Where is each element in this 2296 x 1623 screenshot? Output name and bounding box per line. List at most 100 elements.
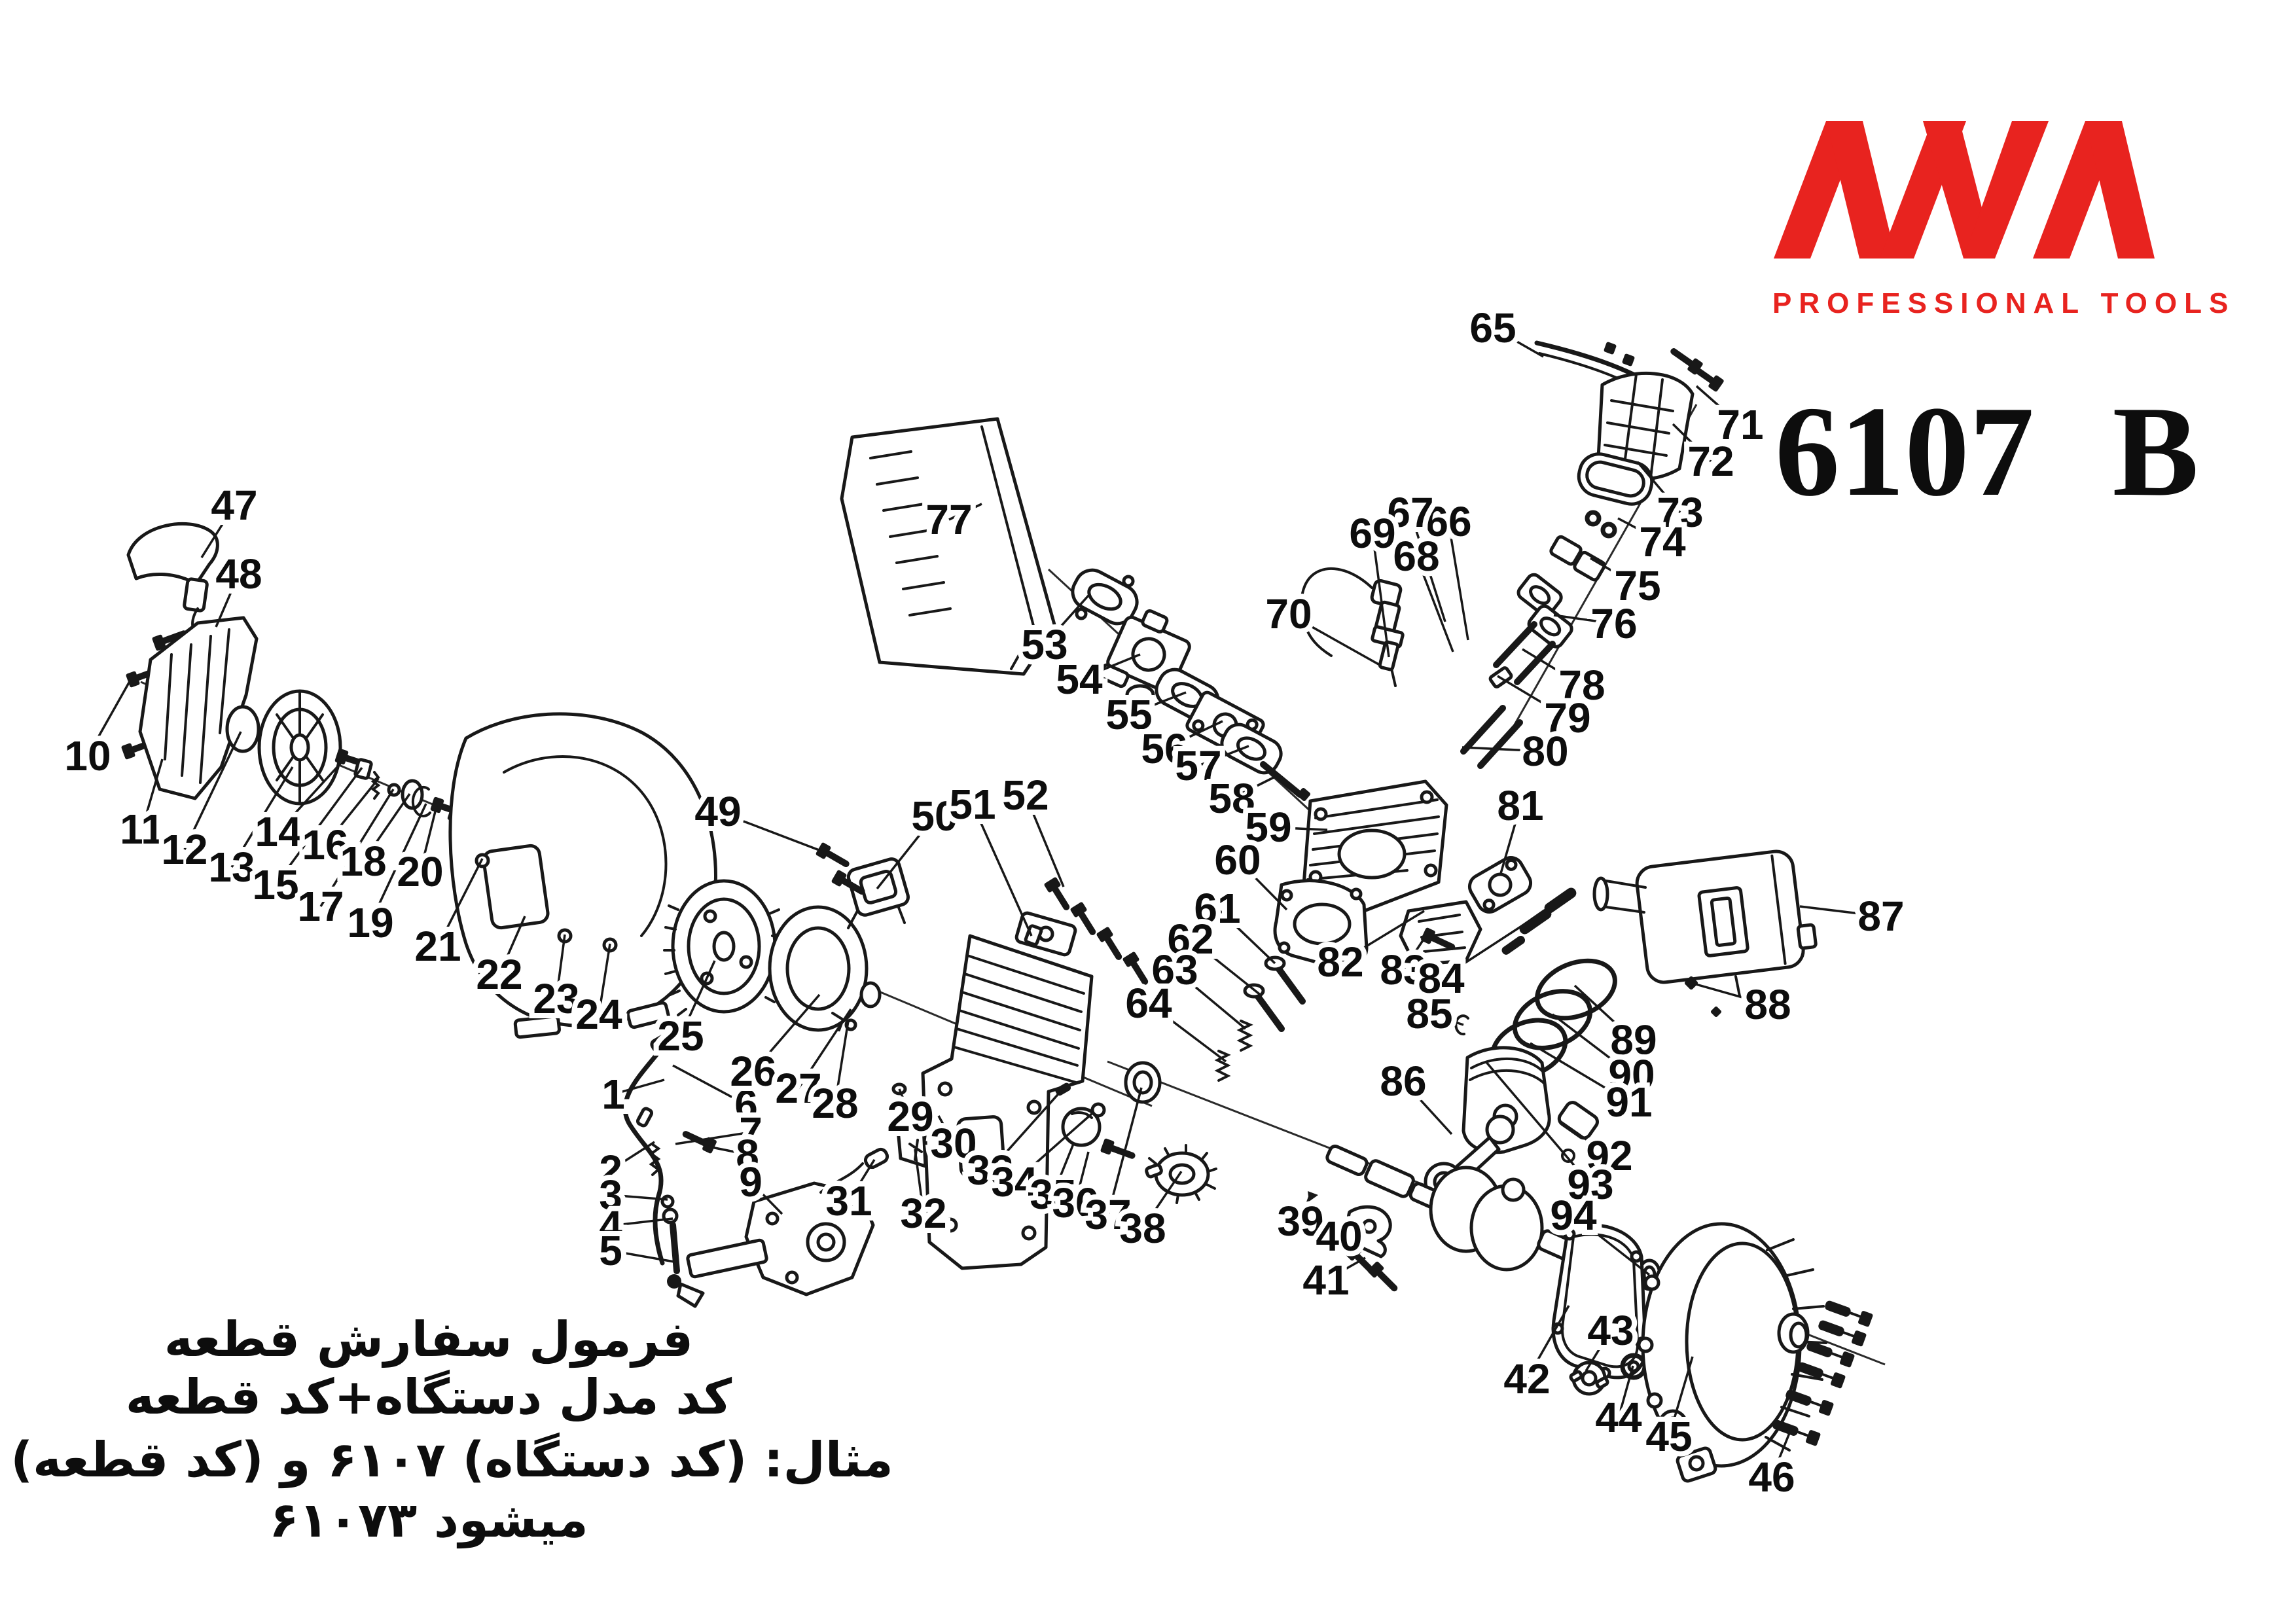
leader-line-83 xyxy=(1402,934,1428,971)
muffler-drawing xyxy=(1592,849,1818,1018)
callout-84: 84 xyxy=(1418,955,1465,1002)
crankcase-block-drawing xyxy=(896,911,1094,1270)
starter-pulley-drawing xyxy=(257,689,342,806)
callout-24: 24 xyxy=(575,991,622,1038)
ordering-note-line-1: فرمول سفارش قطعه xyxy=(164,1311,693,1368)
leader-line-68 xyxy=(1415,556,1454,652)
leader-line-48 xyxy=(215,573,240,628)
leader-line-34 xyxy=(1013,1113,1093,1183)
leader-line-20 xyxy=(419,806,438,872)
callout-3: 3 xyxy=(599,1171,622,1219)
model-number: 6107 B xyxy=(1775,380,2199,523)
callout-2: 2 xyxy=(599,1147,622,1194)
leader-line-56 xyxy=(1164,720,1223,750)
leader-line-22 xyxy=(498,916,526,975)
spark-plug-drawing xyxy=(1300,567,1405,687)
callout-1: 1 xyxy=(601,1071,625,1118)
leader-line-80 xyxy=(1462,746,1546,753)
callout-30: 30 xyxy=(930,1120,977,1167)
callout-91: 91 xyxy=(1605,1079,1652,1126)
leader-line-64 xyxy=(1147,1002,1227,1063)
callout-37: 37 xyxy=(1085,1191,1131,1238)
callout-14: 14 xyxy=(255,808,302,855)
valve-parts-drawing xyxy=(1214,955,1306,1082)
callout-69: 69 xyxy=(1349,510,1395,557)
callout-57: 57 xyxy=(1175,742,1221,789)
leader-line-23 xyxy=(555,934,566,999)
leader-line-1 xyxy=(613,1079,665,1096)
leader-line-29 xyxy=(898,1088,912,1117)
leader-line-81 xyxy=(1499,805,1522,876)
arva-logo: PROFESSIONAL TOOLS xyxy=(1772,121,2228,319)
callout-86: 86 xyxy=(1380,1058,1426,1105)
leader-line-3 xyxy=(610,1194,668,1201)
callout-5: 5 xyxy=(599,1227,622,1274)
leader-line-27 xyxy=(797,1008,852,1089)
callout-49: 49 xyxy=(694,788,741,835)
leader-line-54 xyxy=(1079,653,1141,681)
leader-line-69 xyxy=(1371,533,1390,658)
callout-27: 27 xyxy=(775,1065,821,1112)
callout-4: 4 xyxy=(599,1202,622,1249)
leader-line-39 xyxy=(1299,1196,1311,1222)
callout-88: 88 xyxy=(1744,981,1791,1028)
leader-line-92 xyxy=(1558,1119,1611,1157)
leader-line-75 xyxy=(1590,557,1638,587)
leader-line-4 xyxy=(610,1217,673,1227)
leader-line-88 xyxy=(1691,982,1768,1006)
callout-51: 51 xyxy=(949,781,996,828)
leader-line-53 xyxy=(1043,594,1090,646)
leader-line-5 xyxy=(610,1249,675,1263)
leader-line-42 xyxy=(1526,1305,1570,1380)
leader-line-7 xyxy=(675,1131,751,1145)
crankcase-cover-drawing xyxy=(1637,1222,1875,1483)
cylinder-shroud-drawing xyxy=(840,417,1057,676)
flywheel-drawing xyxy=(663,879,784,1033)
leader-line-13 xyxy=(230,766,294,868)
callout-66: 66 xyxy=(1425,498,1471,545)
leader-line-8 xyxy=(708,1145,748,1156)
callout-58: 58 xyxy=(1208,775,1255,822)
callout-72: 72 xyxy=(1687,438,1734,485)
callout-16: 16 xyxy=(302,821,348,868)
callout-40: 40 xyxy=(1316,1213,1362,1260)
leader-line-36 xyxy=(1074,1151,1090,1204)
leader-line-78 xyxy=(1522,648,1583,687)
leader-line-44 xyxy=(1617,1365,1634,1418)
callout-50: 50 xyxy=(911,793,958,840)
ignition-coil-drawing xyxy=(846,857,910,929)
leader-line-90 xyxy=(1551,1013,1633,1076)
callout-68: 68 xyxy=(1393,533,1439,580)
callout-7: 7 xyxy=(739,1109,762,1156)
leader-line-21 xyxy=(437,858,484,947)
leader-line-74 xyxy=(1617,517,1663,543)
leader-line-87 xyxy=(1799,905,1882,918)
ordering-note-line-4: میشود ۶۱۰۷۳ xyxy=(269,1492,588,1549)
callout-61: 61 xyxy=(1194,885,1240,932)
callout-34: 34 xyxy=(991,1158,1038,1205)
callout-60: 60 xyxy=(1214,836,1261,883)
callout-67: 67 xyxy=(1387,489,1433,536)
leader-line-18 xyxy=(362,793,411,862)
leader-line-50 xyxy=(876,815,936,890)
callout-76: 76 xyxy=(1590,600,1637,647)
leader-line-6 xyxy=(672,1064,747,1106)
callout-35: 35 xyxy=(1030,1171,1076,1218)
callout-93: 93 xyxy=(1567,1161,1613,1208)
callout-33: 33 xyxy=(967,1147,1013,1194)
cover-gasket-drawing xyxy=(1551,1223,1648,1396)
callout-92: 92 xyxy=(1586,1132,1632,1179)
leader-line-65 xyxy=(1492,327,1544,358)
callout-21: 21 xyxy=(414,923,461,970)
leader-line-14 xyxy=(277,757,347,833)
leader-line-72 xyxy=(1672,423,1712,463)
callout-85: 85 xyxy=(1406,990,1452,1037)
leader-line-33 xyxy=(989,1089,1063,1171)
leader-line-63 xyxy=(1174,969,1247,1030)
leader-line-89 xyxy=(1573,984,1635,1041)
ordering-note-line-3: مثال: (کد دستگاه) ۶۱۰۷ و (کد قطعه) ۳ xyxy=(0,1432,893,1489)
leader-line-91 xyxy=(1530,1042,1630,1103)
leader-line-40 xyxy=(1338,1219,1370,1238)
ordering-note: فرمول سفارش قطعه کد مدل دستگاه+کد قطعه م… xyxy=(0,1311,893,1549)
